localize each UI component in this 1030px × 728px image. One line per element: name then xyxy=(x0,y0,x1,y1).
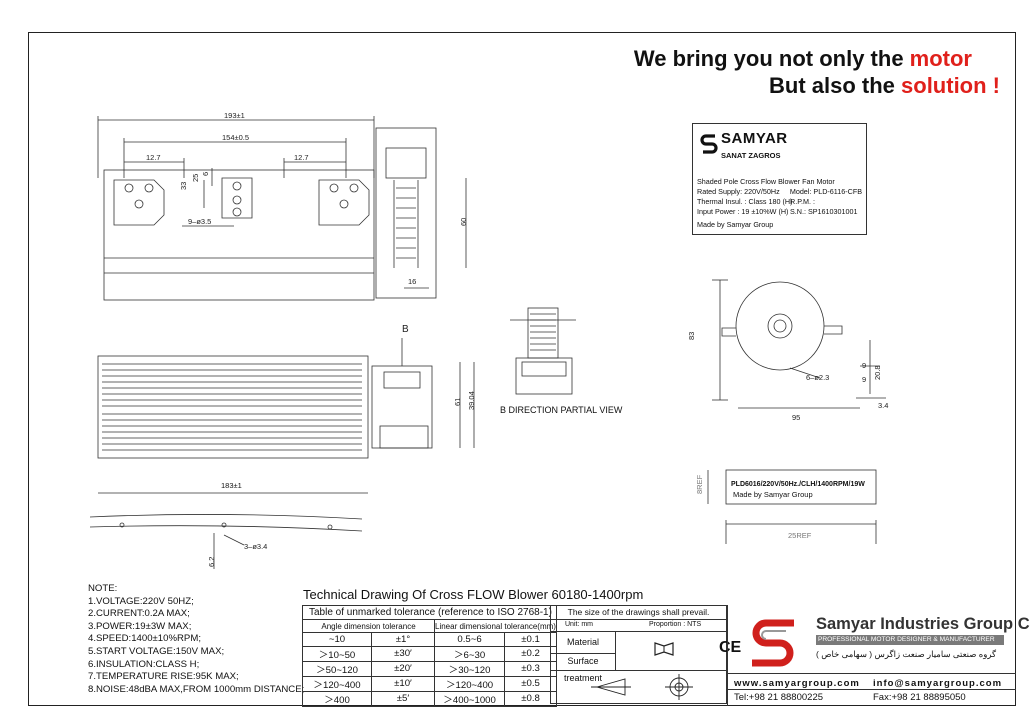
dim-label: 6–ø2.3 xyxy=(806,373,829,382)
small-label-drawing: 8REF 25REF xyxy=(695,469,877,544)
view-b-label: B xyxy=(402,324,409,335)
note-line: 1.VOLTAGE:220V 50HZ; xyxy=(88,595,194,607)
nameplate-row: Thermal Insul. : Class 180 (H)R.P.M. : xyxy=(697,197,816,206)
dim-label: 183±1 xyxy=(221,481,242,490)
note-line: 6.INSULATION:CLASS H; xyxy=(88,658,200,670)
bottom-view-drawing: 3–ø3.4 6.2 xyxy=(89,514,363,569)
dim-label: 83 xyxy=(687,332,696,340)
slogan-line-2: But also the solution ! xyxy=(769,73,1000,98)
nameplate-row: Made by Samyar Group xyxy=(697,220,774,229)
drawing-info-units: Unit: mm Proportion : NTS xyxy=(551,619,726,632)
surface-label: Surface treatment xyxy=(551,653,616,683)
company-persian-name: گروه صنعتی سامیار صنعت زاگرس ( سهامی خاص… xyxy=(816,649,997,659)
drawing-info-header: The size of the drawings shall prevail. xyxy=(551,606,726,620)
dim-label: 9 xyxy=(862,375,866,384)
dim-label: 39.04 xyxy=(467,391,476,410)
book-symbol-icon xyxy=(654,642,674,656)
dim-label: 6.2 xyxy=(207,557,216,567)
note-line: NOTE: xyxy=(88,583,118,594)
dim-label: 3.4 xyxy=(878,401,888,410)
nameplate-sub: SANAT ZAGROS xyxy=(721,151,781,160)
dim-label: 12.7 xyxy=(294,153,309,162)
nameplate-label: SAMYAR SANAT ZAGROS Shaded Pole Cross Fl… xyxy=(692,123,867,235)
fax-number: Fax:+98 21 88895050 xyxy=(873,692,966,703)
nameplate-brand: SAMYAR xyxy=(721,130,788,147)
table-row: ＞50~120±20′＞30~120±0.3 xyxy=(302,660,557,677)
small-label-text: PLD6016/220V/50Hz./CLH/1400RPM/19W xyxy=(731,481,865,488)
note-line: 3.POWER:19±3W MAX; xyxy=(88,620,192,632)
table-row: ＞10~50±30′＞6~30±0.2 xyxy=(302,645,557,662)
table-row: ＞400±5′＞400~1000±0.8 xyxy=(302,690,557,707)
dim-label: 8REF xyxy=(695,474,704,494)
slogan-line-1: We bring you not only the motor xyxy=(633,46,972,71)
dim-label: 6 xyxy=(201,172,210,176)
drawing-info-box: The size of the drawings shall prevail. … xyxy=(550,605,741,704)
top-view-drawing: 193±1 154±0.5 12.7 12.7 33 25 6 9–ø3.5 6… xyxy=(97,111,468,301)
dim-label: 25 xyxy=(191,174,200,182)
dim-label: 61 xyxy=(453,398,462,406)
tolerance-table: Table of unmarked tolerance (reference t… xyxy=(302,605,557,707)
ce-mark-icon: CE xyxy=(719,639,742,656)
table-row: ＞120~400±10′＞120~400±0.5 xyxy=(302,675,557,692)
dim-label: 193±1 xyxy=(224,111,245,120)
note-line: 2.CURRENT:0.2A MAX; xyxy=(88,608,190,620)
note-line: 5.START VOLTAGE:150V MAX; xyxy=(88,645,225,657)
dim-line-183 xyxy=(98,492,368,494)
tolerance-caption: Table of unmarked tolerance (reference t… xyxy=(302,605,557,620)
company-name: Samyar Industries Group Co. xyxy=(816,615,1030,633)
projection-symbol-icon xyxy=(591,674,693,700)
company-tagline: PROFESSIONAL MOTOR DESIGNER & MANUFACTUR… xyxy=(816,635,1004,645)
dim-label: 3–ø3.4 xyxy=(244,542,267,551)
dim-label: 16 xyxy=(408,277,416,286)
dim-label: 9–ø3.5 xyxy=(188,217,211,226)
contact-block: www.samyargroup.com info@samyargroup.com… xyxy=(727,674,1016,706)
note-line: 8.NOISE:48dBA MAX,FROM 1000mm DISTANCE; xyxy=(88,683,305,695)
samyar-logo-icon xyxy=(700,134,718,154)
note-line: 7.TEMPERATURE RISE:95K MAX; xyxy=(88,671,239,683)
dim-label: 12.7 xyxy=(146,153,161,162)
website-link[interactable]: www.samyargroup.com xyxy=(734,678,860,689)
side-view-drawing: B 61 39.04 xyxy=(97,324,476,459)
dim-label: 95 xyxy=(792,413,800,422)
nameplate-row: Input Power : 19 ±10%W (H)S.N.: SP161030… xyxy=(697,207,858,216)
table-row: ~10±1°0.5~6±0.1 xyxy=(302,632,557,647)
partial-view-caption: B DIRECTION PARTIAL VIEW xyxy=(500,405,623,415)
dim-label: 20.8 xyxy=(873,365,882,380)
partial-view-drawing xyxy=(510,307,576,395)
small-label-text: Made by Samyar Group xyxy=(733,490,813,499)
table-header: Linear dimensional tolerance(mm) xyxy=(434,618,557,634)
dim-label: 9 xyxy=(862,361,866,370)
unit-label: Unit: mm xyxy=(565,621,593,628)
phone-number: Tel:+98 21 88800225 xyxy=(734,692,824,703)
certification-marks: CE xyxy=(615,631,741,671)
material-label: Material xyxy=(551,631,616,654)
samyar-company-logo-icon xyxy=(752,619,794,667)
end-view-drawing: 83 95 6–ø2.3 9 9 20.8 3.4 xyxy=(687,279,888,422)
dim-label: 154±0.5 xyxy=(222,133,249,142)
email-link[interactable]: info@samyargroup.com xyxy=(873,678,1003,689)
note-line: 4.SPEED:1400±10%RPM; xyxy=(88,633,201,645)
company-block: Samyar Industries Group Co. PROFESSIONAL… xyxy=(727,605,1030,674)
dim-label: 33 xyxy=(179,182,188,190)
proportion-label: Proportion : NTS xyxy=(649,621,702,628)
nameplate-row: Shaded Pole Cross Flow Blower Fan Motor xyxy=(697,177,835,186)
dim-label: 25REF xyxy=(788,531,812,540)
drawing-title: Technical Drawing Of Cross FLOW Blower 6… xyxy=(303,587,644,602)
dim-label: 60 xyxy=(459,218,468,226)
notes-block: NOTE: 1.VOLTAGE:220V 50HZ; 2.CURRENT:0.2… xyxy=(88,583,304,696)
table-header: Angle dimension tolerance xyxy=(302,618,435,634)
